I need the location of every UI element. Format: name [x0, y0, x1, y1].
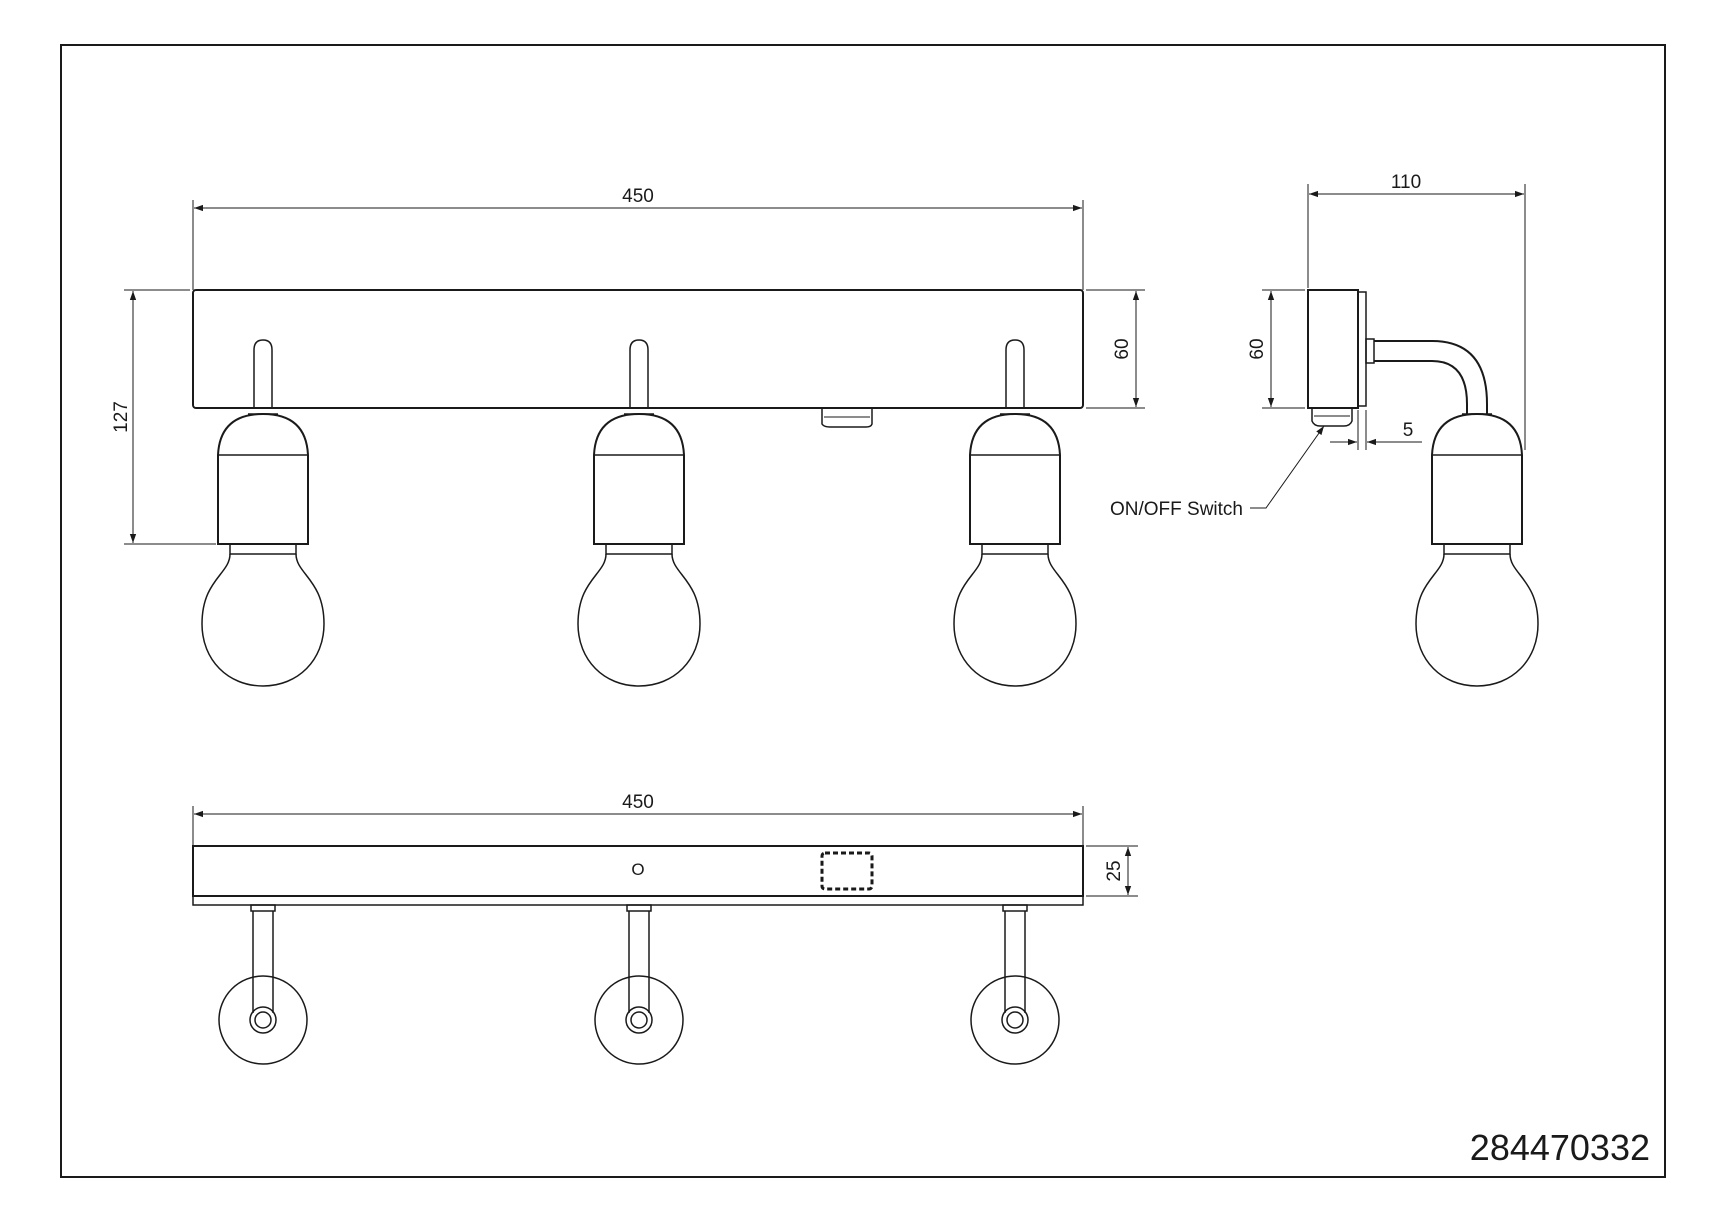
top-lamp-2 — [594, 904, 684, 1065]
front-base-plate — [192, 289, 1084, 409]
front-view: 450 60 127 — [111, 186, 1145, 687]
side-base-height-dimension: 60 — [1247, 289, 1305, 409]
front-switch-knob — [821, 408, 873, 428]
top-switch-mark: O — [631, 860, 644, 879]
front-width-dimension: 450 — [192, 186, 1084, 290]
drawing-frame — [60, 44, 1666, 1178]
top-width-label: 450 — [622, 792, 654, 813]
front-width-label: 450 — [622, 186, 654, 207]
switch-callout: ON/OFF Switch — [1110, 425, 1325, 520]
front-lamp-1 — [201, 339, 325, 687]
front-total-height-dimension: 127 — [111, 289, 216, 545]
front-lamp-2 — [577, 339, 701, 687]
side-base-height-label: 60 — [1247, 338, 1268, 359]
side-depth-label: 110 — [1391, 172, 1421, 193]
front-base-height-dimension: 60 — [1086, 289, 1145, 409]
top-depth-dimension: 25 — [1086, 845, 1138, 897]
side-switch-offset-label: 5 — [1403, 420, 1414, 441]
side-lamp — [1415, 412, 1539, 687]
top-depth-label: 25 — [1104, 860, 1125, 881]
front-base-height-label: 60 — [1112, 338, 1133, 359]
top-view: O — [192, 792, 1138, 1065]
top-wall-plate — [192, 895, 1084, 906]
side-bent-arm — [1374, 340, 1488, 414]
top-lamp-1 — [218, 904, 308, 1065]
side-switch — [1311, 408, 1353, 427]
side-depth-dimension: 110 — [1307, 172, 1526, 450]
top-lamp-3 — [970, 904, 1060, 1065]
top-switch-outline — [820, 851, 874, 891]
front-lamp-3 — [953, 339, 1077, 687]
switch-callout-label: ON/OFF Switch — [1110, 499, 1243, 520]
side-wall-plate — [1357, 291, 1367, 407]
top-width-dimension: 450 — [192, 792, 1084, 846]
side-view: 110 60 5 ON/OFF Switch — [1110, 172, 1539, 687]
side-switch-offset-dimension: 5 — [1330, 410, 1422, 450]
front-total-height-label: 127 — [111, 401, 132, 433]
side-base-block — [1307, 289, 1359, 409]
article-number: 284470332 — [1470, 1127, 1650, 1168]
